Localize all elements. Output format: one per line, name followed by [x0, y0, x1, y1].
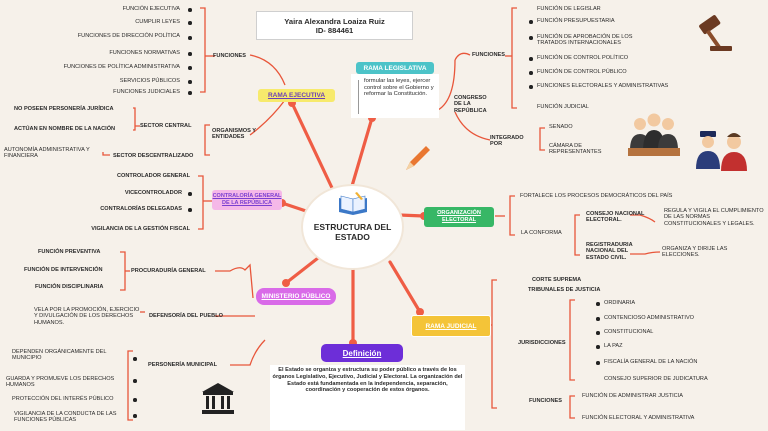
ejecutiva-funcion-5: FUNCIONES DE POLÍTICA ADMINISTRATIVA	[63, 64, 180, 70]
sector-central-item-1: NO POSEEN PERSONERÍA JURÍDICA	[14, 106, 114, 112]
sector-central-item-2: ACTÚAN EN NOMBRE DE LA NACIÓN	[14, 126, 116, 132]
corte-suprema: CORTE SUPREMA	[532, 277, 582, 283]
judicial-funciones-label: FUNCIONES	[529, 398, 562, 404]
author-id: ID- 884461	[315, 25, 354, 35]
electoral-conforma-label: LA CONFORMA	[521, 230, 562, 236]
contraloria-item-1: CONTROLADOR GENERAL	[116, 173, 190, 179]
author-name: Yaira Alexandra Loaiza Ruiz	[284, 16, 385, 26]
contraloria-item-2: VICECONTROLADOR	[124, 190, 182, 196]
jurisdicciones-label: JURISDICCIONES	[518, 340, 566, 346]
defensoria-label: DEFENSORÍA DEL PUEBLO	[149, 313, 223, 319]
procuraduria-item-3: FUNCIÓN DISCIPLINARIA	[35, 284, 104, 290]
gavel-icon	[699, 15, 732, 51]
organizacion-electoral-node[interactable]: ORGANIZACIÓN ELECTORAL	[424, 207, 494, 227]
central-title: ESTRUCTURA DEL ESTADO	[313, 222, 392, 242]
senators-icon	[628, 113, 680, 156]
ejecutiva-funcion-1: FUNCIÓN EJECUTIVA	[122, 6, 180, 12]
definicion-text: El Estado se organiza y estructura su po…	[270, 365, 465, 430]
jurisdiccion-1: ORDINARIA	[604, 300, 636, 306]
ministerio-publico-node[interactable]: MINISTERIO PÚBLICO	[256, 288, 336, 305]
definicion-node[interactable]: Definición	[321, 344, 403, 362]
legislativa-funcion-6: FUNCIONES ELECTORALES Y ADMINISTRATIVAS	[537, 83, 669, 89]
ejecutiva-funcion-4: FUNCIONES NORMATIVAS	[109, 50, 180, 56]
sector-descentralizado-label: SECTOR DESCENTRALIZADO	[113, 153, 194, 159]
legislativa-funcion-1: FUNCIÓN DE LEGISLAR	[537, 6, 601, 12]
legislativa-funcion-5: FUNCIÓN DE CONTROL PÚBLICO	[537, 69, 627, 75]
congreso-label: CONGRESO DE LA REPÚBLICA	[454, 95, 487, 114]
integrado-senado: SENADO	[549, 124, 573, 130]
legislativa-description-box	[351, 74, 439, 118]
author-header: Yaira Alexandra Loaiza Ruiz ID- 884461	[256, 11, 413, 40]
ejecutiva-funcion-7: FUNCIONES JUDICIALES	[113, 89, 180, 95]
pen-icon	[406, 146, 430, 170]
rama-ejecutiva-node[interactable]: RAMA EJECUTIVA	[258, 89, 335, 102]
tribunales-justicia: TRIBUNALES DE JUSTICIA	[528, 287, 601, 293]
courthouse-icon	[202, 383, 234, 414]
judicial-funcion-2: FUNCIÓN ELECTORAL Y ADMINISTRATIVA	[582, 415, 695, 421]
procuraduria-item-1: FUNCIÓN PREVENTIVA	[38, 249, 101, 255]
ejecutiva-funcion-3: FUNCIONES DE DIRECCIÓN POLÍTICA	[77, 33, 180, 39]
procuraduria-item-2: FUNCIÓN DE INTERVENCIÓN	[24, 267, 103, 273]
personeria-item-4: VIGILANCIA DE LA CONDUCTA DE LAS FUNCION…	[14, 411, 117, 424]
legislativa-description: formular las leyes, ejercer control sobr…	[364, 78, 434, 98]
jurisdiccion-5: FISCALÍA GENERAL DE LA NACIÓN	[604, 359, 698, 365]
police-icon	[696, 131, 747, 171]
ejecutiva-funcion-2: CUMPLIR LEYES	[135, 19, 180, 25]
contraloria-item-3: CONTRALORÍAS DELEGADAS	[100, 206, 182, 212]
registraduria: REGISTRADURIA NACIONAL DEL ESTADO CIVIL.	[586, 242, 633, 261]
sector-central-label: SECTOR CENTRAL	[140, 123, 192, 129]
electoral-fortalece: FORTALECE LOS PROCESOS DEMOCRÁTICOS DEL …	[520, 193, 673, 199]
judicial-funcion-1: FUNCIÓN DE ADMINISTRAR JUSTICIA	[582, 393, 684, 399]
consejo-nacional-electoral: CONSEJO NACIONAL ELECTORAL.	[586, 211, 645, 224]
consejo-description: REGULA Y VIGILA EL CUMPLIMIENTO DE LAS N…	[664, 208, 764, 227]
rama-legislativa-node[interactable]: RAMA LEGISLATIVA	[356, 62, 434, 74]
personeria-item-2: GUARDA Y PROMUEVE LOS DERECHOS HUMANOS	[6, 376, 115, 389]
contraloria-item-4: VIGILANCIA DE LA GESTIÓN FISCAL	[91, 226, 190, 232]
legislativa-funciones-label: FUNCIONES	[472, 52, 505, 58]
central-node: ESTRUCTURA DEL ESTADO	[303, 186, 402, 268]
legislativa-funcion-4: FUNCIÓN DE CONTROL POLÍTICO	[537, 55, 629, 61]
ejecutiva-funcion-6: SERVICIOS PÚBLICOS	[119, 78, 180, 84]
defensoria-item: VELA POR LA PROMOCIÓN, EJERCICIO Y DIVUL…	[34, 307, 140, 326]
jurisdiccion-4: LA PAZ	[604, 343, 623, 349]
ejecutiva-funciones-label: FUNCIONES	[213, 53, 246, 59]
contraloria-node[interactable]: CONTRALORÍA GENERAL DE LA REPÚBLICA	[212, 190, 282, 210]
jurisdiccion-2: CONTENCIOSO ADMINISTRATIVO	[604, 315, 695, 321]
personeria-item-1: DEPENDEN ORGÁNICAMENTE DEL MUNICIPIO	[12, 349, 107, 362]
procuraduria-label: PROCURADURÍA GENERAL	[131, 268, 206, 274]
legislativa-funcion-7: FUNCIÓN JUDICIAL	[537, 104, 589, 110]
organismos-label: ORGANISMOS Y ENTIDADES	[212, 128, 256, 141]
jurisdiccion-6: CONSEJO SUPERIOR DE JUDICATURA	[604, 376, 708, 382]
jurisdiccion-3: CONSTITUCIONAL	[604, 329, 654, 335]
registraduria-description: ORGANIZA Y DIRIJE LAS ELECCIONES.	[662, 246, 728, 259]
sector-descentralizado-item: AUTONOMÍA ADMINISTRATIVA Y FINANCIERA	[4, 147, 90, 160]
rama-judicial-node[interactable]: RAMA JUDICIAL	[411, 315, 491, 337]
personeria-label: PERSONERÍA MUNICIPAL	[148, 362, 217, 368]
legislativa-funcion-3: FUNCIÓN DE APROBACIÓN DE LOS TRATADOS IN…	[537, 34, 633, 47]
integrado-camara: CÁMARA DE REPRESENTANTES	[549, 143, 602, 156]
integrado-label: INTEGRADO POR	[490, 135, 524, 148]
legislativa-funcion-2: FUNCIÓN PRESUPUESTARIA	[537, 18, 615, 24]
personeria-item-3: PROTECCIÓN DEL INTERÉS PÚBLICO	[12, 396, 114, 402]
book-icon	[339, 192, 367, 215]
